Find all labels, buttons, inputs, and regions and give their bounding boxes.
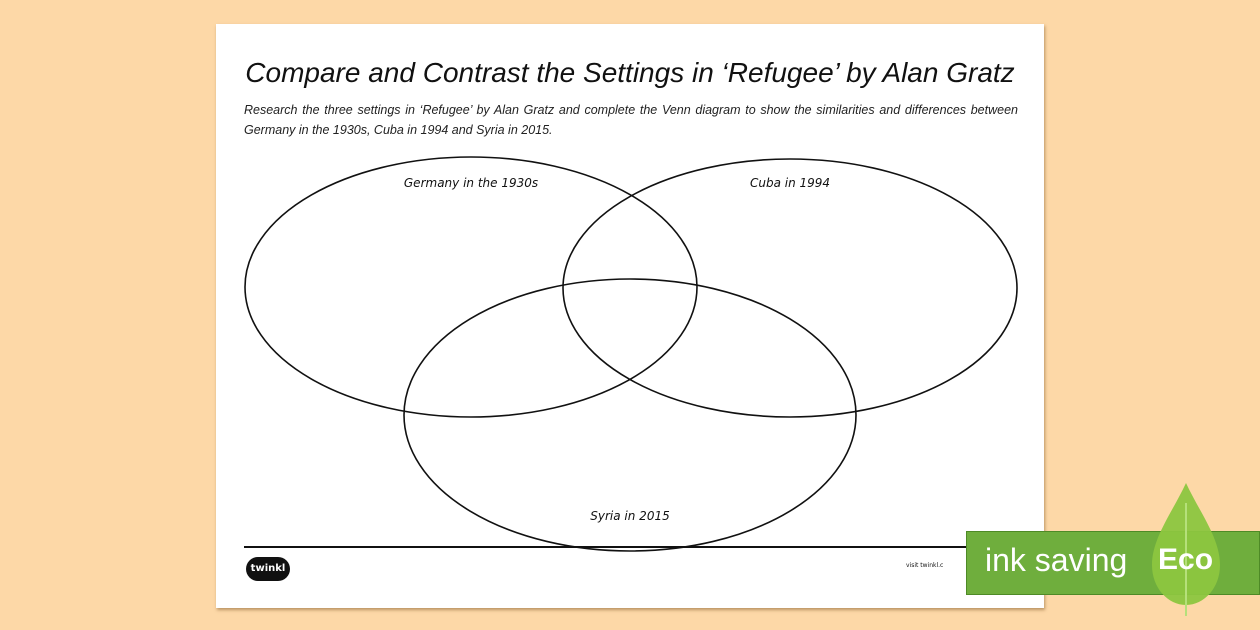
twinkl-logo: twinkl (246, 557, 290, 581)
venn-circle-cuba (562, 158, 1018, 418)
worksheet-page: Compare and Contrast the Settings in ‘Re… (216, 24, 1044, 608)
footer-visit-text: visit twinkl.c (906, 562, 944, 569)
venn-label-syria: Syria in 2015 (590, 509, 670, 523)
ink-saving-label: ink saving (985, 542, 1128, 578)
venn-circle-syria (403, 278, 857, 552)
venn-label-germany: Germany in the 1930s (403, 176, 539, 190)
leaf-drop-icon (1152, 483, 1220, 616)
footer-divider (244, 546, 1018, 548)
title-container: Compare and Contrast the Settings in ‘Re… (236, 56, 1024, 92)
venn-label-cuba: Cuba in 1994 (749, 176, 831, 190)
page-title: Compare and Contrast the Settings in ‘Re… (245, 57, 1015, 88)
eco-label: Eco (1158, 543, 1214, 576)
instructions: Research the three settings in ‘Refugee’… (244, 103, 1018, 137)
venn-circle-germany (244, 156, 698, 418)
